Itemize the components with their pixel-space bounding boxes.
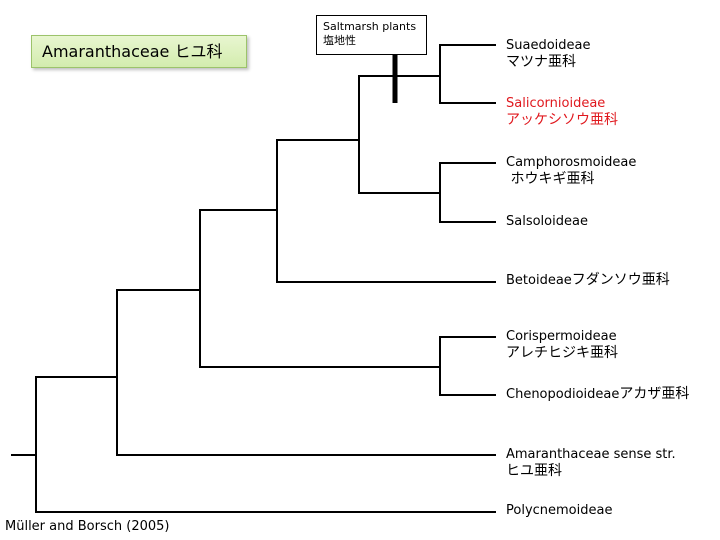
citation: Müller and Borsch (2005) xyxy=(5,519,170,534)
saltmarsh-annotation: Saltmarsh plants 塩地性 xyxy=(316,15,427,55)
leaf-latin: Betoideae xyxy=(506,273,572,288)
annotation-line-1: Saltmarsh plants xyxy=(323,20,417,33)
leaf-polycnemoideae: Polycnemoideae xyxy=(506,502,612,519)
leaf-japanese: マツナ亜科 xyxy=(506,54,576,70)
leaf-latin: Salicornioideae xyxy=(506,96,606,111)
title-box: Amaranthaceae ヒユ科 xyxy=(31,35,247,68)
leaf-latin: Corispermoideae xyxy=(506,329,617,344)
leaf-japanese: アッケシソウ亜科 xyxy=(506,112,618,128)
leaf-japanese: アカザ亜科 xyxy=(619,386,690,402)
leaf-latin: Polycnemoideae xyxy=(506,503,613,518)
leaf-japanese: フダンソウ亜科 xyxy=(571,272,670,288)
leaf-salicornioideae: Salicornioideae アッケシソウ亜科 xyxy=(506,95,618,129)
leaf-chenopodioideae: Chenopodioideaeアカザ亜科 xyxy=(506,386,689,403)
leaf-japanese: アレチヒジキ亜科 xyxy=(506,345,618,361)
leaf-japanese: ヒユ亜科 xyxy=(506,463,562,479)
leaf-latin: Camphorosmoideae xyxy=(506,155,637,170)
leaf-latin: Suaedoideae xyxy=(506,38,591,53)
leaf-japanese: ホウキギ亜科 xyxy=(506,171,595,187)
leaf-corispermoideae: Corispermoideae アレチヒジキ亜科 xyxy=(506,328,618,362)
leaf-latin: Salsoloideae xyxy=(506,214,588,229)
annotation-line-2: 塩地性 xyxy=(323,34,356,47)
leaf-suaedoideae: Suaedoideae マツナ亜科 xyxy=(506,37,591,71)
leaf-latin: Amaranthaceae sense str. xyxy=(506,447,676,462)
leaf-betoideae: Betoideaeフダンソウ亜科 xyxy=(506,272,670,289)
leaf-latin: Chenopodioideae xyxy=(506,387,620,402)
leaf-salsoloideae: Salsoloideae xyxy=(506,213,588,230)
leaf-camphorosmoideae: Camphorosmoideae ホウキギ亜科 xyxy=(506,154,636,188)
leaf-amaranthaceae-sensu-stricto: Amaranthaceae sense str. ヒユ亜科 xyxy=(506,446,676,480)
